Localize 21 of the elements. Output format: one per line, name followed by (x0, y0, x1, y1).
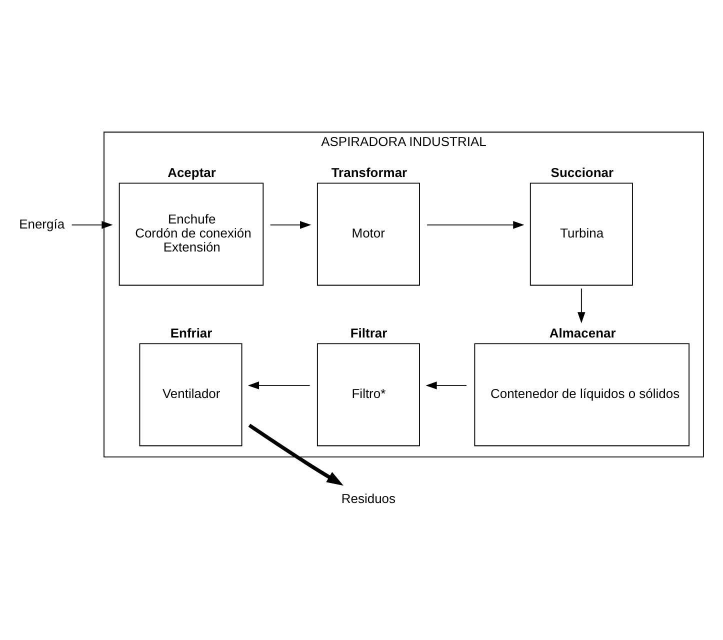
arrow (426, 220, 524, 228)
arrow (270, 220, 312, 228)
arrow (578, 288, 586, 323)
arrow (248, 381, 310, 389)
arrow (71, 220, 113, 228)
node-text: Energía (19, 216, 65, 231)
node-box: Motor (316, 182, 420, 286)
node-label: Transformar (331, 164, 408, 180)
arrow (248, 423, 344, 486)
node-box: Filtro* (316, 342, 420, 446)
node-label: Enfriar (170, 324, 212, 340)
node-box: Ventilador (139, 342, 242, 446)
node-label: Succionar (550, 164, 614, 180)
node-label: Aceptar (168, 164, 216, 180)
node-label: Filtrar (350, 324, 388, 340)
node-box: Turbina (530, 182, 633, 286)
node-box: Enchufe Cordón de conexión Extensión (118, 182, 264, 286)
arrow (426, 381, 467, 389)
node-box: Contenedor de líquidos o sólidos (474, 342, 690, 446)
node-label: Almacenar (549, 324, 616, 340)
node-text: Residuos (341, 490, 396, 506)
